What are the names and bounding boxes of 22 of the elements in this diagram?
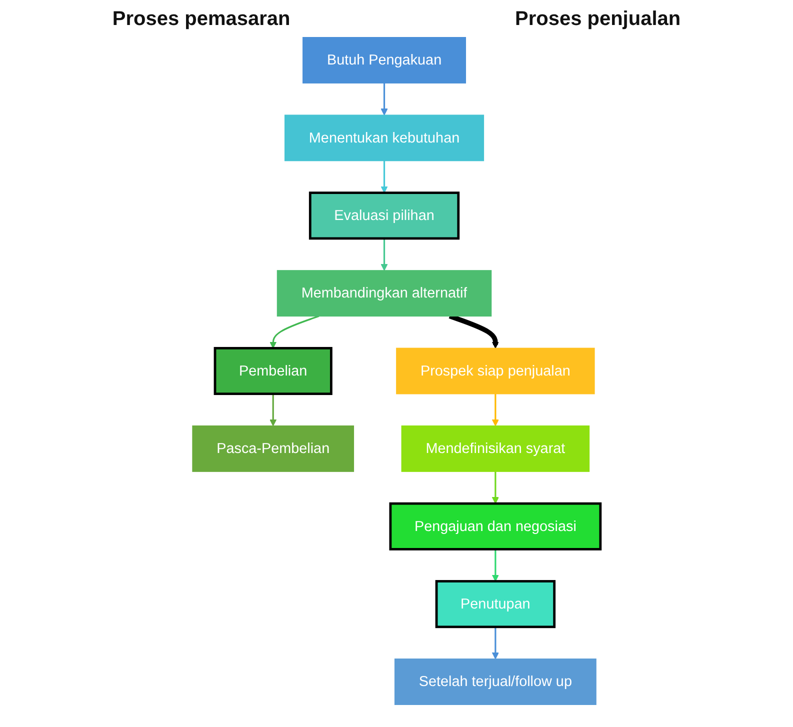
arrow bbox=[492, 626, 499, 660]
node-box: Membandingkan alternatif bbox=[276, 270, 492, 317]
arrow bbox=[380, 83, 388, 116]
node-box: Pasca-Pembelian bbox=[192, 425, 354, 472]
arrow bbox=[492, 549, 499, 582]
node-box: Prospek siap penjualan bbox=[396, 348, 595, 394]
node-box: Menentukan kebutuhan bbox=[284, 114, 484, 162]
column-heading: Proses pemasaran bbox=[112, 8, 290, 31]
arrow bbox=[380, 160, 388, 194]
node-box: Mendefinisikan syarat bbox=[401, 425, 590, 472]
arrow bbox=[492, 472, 499, 504]
node-box: Evaluasi pilihan bbox=[308, 192, 460, 240]
arrow bbox=[270, 394, 277, 426]
arrow bbox=[492, 394, 499, 426]
node-box: Pembelian bbox=[214, 346, 332, 396]
arrow bbox=[380, 238, 388, 271]
node-box: Butuh Pengakuan bbox=[302, 37, 466, 84]
node-box: Penutupan bbox=[435, 580, 556, 628]
node-box: Setelah terjual/follow up bbox=[394, 658, 596, 705]
node-box: Pengajuan dan negosiasi bbox=[389, 502, 602, 550]
column-heading: Proses penjualan bbox=[514, 8, 681, 31]
arrow bbox=[270, 315, 320, 348]
